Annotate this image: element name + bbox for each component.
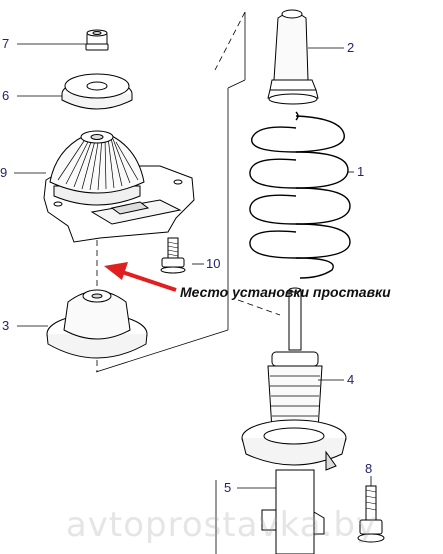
callout-8: 8 bbox=[365, 461, 373, 476]
callout-7: 7 bbox=[2, 36, 10, 51]
callout-3: 3 bbox=[2, 318, 10, 333]
dust-boot-part-2 bbox=[267, 9, 319, 105]
nut-part-7 bbox=[85, 29, 109, 51]
damper-strut-part-5 bbox=[241, 419, 347, 554]
strut-mount-part-9 bbox=[43, 130, 195, 243]
coil-spring-part-1 bbox=[249, 111, 351, 279]
callout-2: 2 bbox=[347, 40, 355, 55]
leader-lines bbox=[14, 43, 372, 489]
spacer-location-label: Место установки проставки bbox=[180, 284, 391, 300]
bump-stop-part-4 bbox=[267, 287, 323, 431]
watermark: avtoprostavka.by bbox=[65, 505, 378, 545]
washer-part-6 bbox=[61, 73, 133, 110]
callout-6: 6 bbox=[2, 88, 10, 103]
callout-1: 1 bbox=[357, 164, 365, 179]
callout-5: 5 bbox=[224, 480, 232, 495]
arrow-icon bbox=[104, 262, 177, 292]
callout-9: 9 bbox=[0, 165, 8, 180]
frame-lines bbox=[95, 12, 246, 554]
dashed-guides bbox=[96, 11, 281, 372]
callout-4: 4 bbox=[347, 372, 355, 387]
bolt-part-10 bbox=[160, 237, 186, 274]
callout-10: 10 bbox=[206, 256, 221, 271]
lower-cup-part-3 bbox=[46, 289, 148, 359]
